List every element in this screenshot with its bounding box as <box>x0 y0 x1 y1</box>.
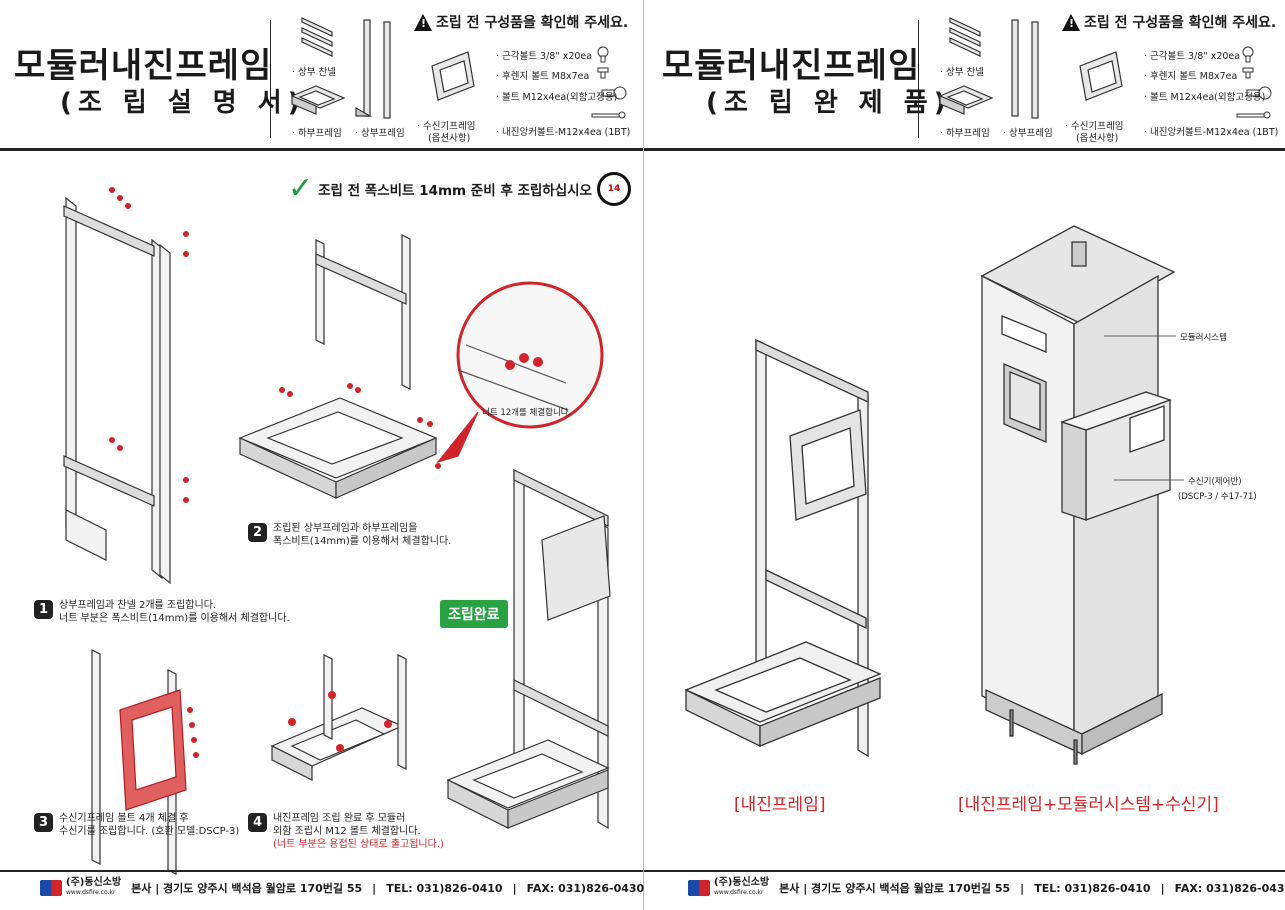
left-page: 모듈러내진프레임 (조 립 설 명 서) · 상 <box>0 0 643 910</box>
page-spine <box>642 0 644 910</box>
part-label-receiver-frame-right: · 수신기프레임 <box>1065 121 1124 132</box>
part-label-optional-right: (옵션사항) <box>1076 133 1119 144</box>
footer-rule <box>0 870 643 872</box>
header-rule-right <box>644 148 1285 151</box>
company-name-right: (주)동신소방 <box>714 877 770 888</box>
step-3-line2: 수신기를 조립합니다. (호환 모델:DSCP-3) <box>59 826 240 837</box>
step-4-badge: 4 <box>248 813 267 832</box>
step-1-line1: 상부프레임과 찬넬 2개를 조립합니다. <box>59 600 217 611</box>
company-name: (주)동신소방 <box>66 877 122 888</box>
part-label-upper-frame-right: · 상부프레임 <box>1003 128 1053 139</box>
logo-icon <box>688 880 710 896</box>
right-page: 모듈러내진프레임 (조 립 완 제 품) · 상부 찬넬 · 하부프레임 · 상… <box>644 0 1285 910</box>
callout-modular-system: 모듈러시스템 <box>1180 333 1227 343</box>
hardware-item-flange-bolt-right: · 후렌지 볼트 M8x7ea <box>1144 71 1238 82</box>
part-label-lower-frame-right: · 하부프레임 <box>940 128 990 139</box>
part-label-receiver-frame: · 수신기프레임 <box>417 121 476 132</box>
company-website: www.dsfire.co.kr <box>66 889 116 896</box>
warning-notice-right: 조립 전 구성품을 확인해 주세요. <box>1062 12 1276 32</box>
step-3-line1: 수신기프레임 볼트 4개 체결 후 <box>59 813 189 824</box>
assembly-complete-badge: 조립완료 <box>440 600 508 628</box>
step-2: 2 조립된 상부프레임과 하부프레임을 폭스비트(14mm)를 이용해서 체결합… <box>248 522 451 548</box>
part-label-upper-frame: · 상부프레임 <box>355 128 405 139</box>
warning-notice: 조립 전 구성품을 확인해 주세요. <box>414 12 628 32</box>
parts-illustration <box>290 17 627 119</box>
hardware-item-bolt-right: · 근각볼트 3/8" x20ea <box>1144 51 1241 62</box>
warning-text: 조립 전 구성품을 확인해 주세요. <box>436 15 629 31</box>
step-3: 3 수신기프레임 볼트 4개 체결 후 수신기를 조립합니다. (호환 모델:D… <box>34 812 239 838</box>
footer-tel: TEL: 031)826-0410 <box>386 881 503 895</box>
step-4-line3: (너트 부분은 용접된 상태로 출고됩니다.) <box>273 839 444 850</box>
callout-receiver-models: (DSCP-3 / 수17-71) <box>1178 492 1257 502</box>
socket-icon: 14 <box>596 172 631 206</box>
hardware-item-anchor-bolt-right: · 내진앙커볼트-M12x4ea (1BT) <box>1144 127 1279 138</box>
part-label-channel: · 상부 찬넬 <box>292 67 337 78</box>
check-icon: ✓ <box>288 171 314 206</box>
tool-hint-text: 조립 전 폭스비트 14mm 준비 후 조립하십시오 <box>318 183 592 199</box>
step-1-line2: 너트 부분은 폭스비트(14mm)를 이용해서 체결합니다. <box>59 613 290 624</box>
caption-full-assembly: [내진프레임+모듈러시스템+수신기] <box>958 795 1219 815</box>
part-label-optional: (옵션사항) <box>428 133 471 144</box>
footer-fax: FAX: 031)826-0430 <box>526 881 645 895</box>
footer-tel-right: TEL: 031)826-0410 <box>1034 881 1151 895</box>
warning-icon <box>1062 13 1080 31</box>
hardware-item-m12-bolt: · 볼트 M12x4ea(외함고정용) <box>496 92 618 103</box>
nut-callout: 너트 12개를 체결합니다. <box>482 408 572 418</box>
footer-address: 본사 | 경기도 양주시 백석읍 월암로 170번길 55 <box>131 882 363 895</box>
header-rule <box>0 148 643 151</box>
step-1: 1 상부프레임과 찬넬 2개를 조립합니다. 너트 부분은 폭스비트(14mm)… <box>34 599 290 625</box>
hardware-item-bolt: · 근각볼트 3/8" x20ea <box>496 51 593 62</box>
logo-icon <box>40 880 62 896</box>
callout-receiver: 수신기(제어반) <box>1188 477 1242 487</box>
footer-fax-right: FAX: 031)826-0430 <box>1174 881 1285 895</box>
step-2-line2: 폭스비트(14mm)를 이용해서 체결합니다. <box>273 536 452 547</box>
hardware-item-anchor-bolt: · 내진앙커볼트-M12x4ea (1BT) <box>496 127 631 138</box>
page-title: 모듈러내진프레임 <box>14 46 273 86</box>
page-subtitle: (조 립 설 명 서) <box>60 88 306 118</box>
step-4: 4 내진프레임 조립 완료 후 모듈러 외함 조립시 M12 볼트 체결합니다.… <box>248 812 444 851</box>
step-3-badge: 3 <box>34 813 53 832</box>
warning-icon <box>414 13 432 31</box>
warning-text-right: 조립 전 구성품을 확인해 주세요. <box>1084 15 1277 31</box>
finished-product-illustration <box>684 225 1184 765</box>
company-website-right: www.dsfire.co.kr <box>714 889 764 896</box>
caption-seismic-frame: [내진프레임] <box>734 795 826 815</box>
hardware-item-flange-bolt: · 후렌지 볼트 M8x7ea <box>496 71 590 82</box>
step-2-badge: 2 <box>248 523 267 542</box>
assembly-illustrations <box>63 187 611 875</box>
tool-hint: ✓ 조립 전 폭스비트 14mm 준비 후 조립하십시오 14 <box>288 172 631 206</box>
step-4-line1: 내진프레임 조립 완료 후 모듈러 <box>273 813 406 824</box>
header-divider-right <box>918 20 919 138</box>
part-label-channel-right: · 상부 찬넬 <box>940 67 985 78</box>
footer-address-right: 본사 | 경기도 양주시 백석읍 월암로 170번길 55 <box>779 882 1011 895</box>
step-2-line1: 조립된 상부프레임과 하부프레임을 <box>273 523 418 534</box>
step-4-line2: 외함 조립시 M12 볼트 체결합니다. <box>273 826 421 837</box>
socket-size: 14 <box>607 184 621 194</box>
part-label-lower-frame: · 하부프레임 <box>292 128 342 139</box>
step-1-badge: 1 <box>34 600 53 619</box>
footer-rule-right <box>644 870 1285 872</box>
page-subtitle-right: (조 립 완 제 품) <box>706 88 952 118</box>
header-divider <box>270 20 271 138</box>
parts-illustration-right <box>938 17 1272 119</box>
page-title-right: 모듈러내진프레임 <box>662 46 921 86</box>
hardware-item-m12-bolt-right: · 볼트 M12x4ea(외함고정용) <box>1144 92 1266 103</box>
